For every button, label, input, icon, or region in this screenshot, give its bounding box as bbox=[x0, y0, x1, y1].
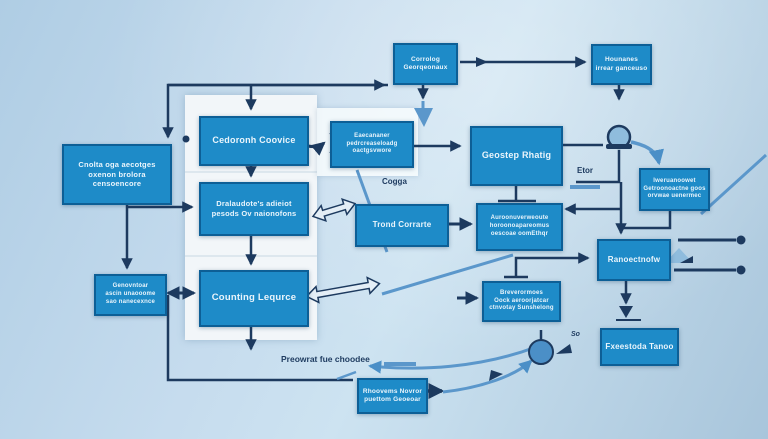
circle-node bbox=[528, 339, 554, 365]
node-label: Breverormoes bbox=[499, 289, 544, 296]
second-arrowhead-down bbox=[619, 306, 633, 318]
node-label: Getroonoactne goos bbox=[643, 185, 706, 192]
node-label: Cnolta oga aecotges bbox=[78, 159, 156, 169]
node-cedoronh: Cedoronh Coovice bbox=[199, 116, 309, 166]
node-label: puettom Geoeoar bbox=[364, 396, 421, 403]
node-geostep: Geostep Rhatig bbox=[470, 126, 563, 186]
node-label: Dralaudote's adieiot bbox=[216, 199, 292, 209]
node-label: Trond Corrarte bbox=[372, 220, 432, 230]
node-label: irrear ganceuso bbox=[595, 64, 648, 72]
curve-mid-arrowhead bbox=[489, 370, 503, 381]
node-label: ctnvotay Sunshelong bbox=[489, 305, 554, 312]
node-ranoectnofw: Ranoectnofw bbox=[597, 239, 671, 281]
node-dralaudote: Dralaudote's adieiot pesods Ov naionofon… bbox=[199, 182, 309, 236]
node-label: oxenon brolora censoencore bbox=[88, 169, 146, 189]
node-label: Eaecananer bbox=[354, 132, 390, 139]
so-wedge-icon bbox=[556, 344, 572, 354]
head-node-icon bbox=[606, 124, 632, 150]
node-label: Corrolog bbox=[410, 55, 441, 63]
mid-arrowhead bbox=[476, 57, 488, 67]
node-label: Oock aeroorjatcar bbox=[494, 297, 549, 304]
node-fxeestoda: Fxeestoda Tanoo bbox=[600, 328, 679, 366]
curve-to-preowrat-label bbox=[368, 345, 537, 374]
node-label: Hounanes bbox=[604, 56, 639, 64]
node-label: Genovntoar bbox=[112, 283, 149, 290]
arrow-elbow-into-node-m-left bbox=[514, 252, 590, 276]
node-label: oactgsvwore bbox=[352, 148, 392, 155]
node-rhoovems: Rhoovems Novror puettom Geoeoar bbox=[357, 378, 428, 414]
node-label: pedrcreaseloadg bbox=[346, 140, 398, 147]
node-label: horoonoapareomus bbox=[489, 223, 550, 230]
node-corrolog: Corrolog Georqeonaux bbox=[393, 43, 458, 85]
mountain-icon-shadow bbox=[680, 256, 693, 263]
node-label: pesods Ov naionofons bbox=[211, 209, 297, 218]
curve-into-circle-node bbox=[442, 359, 533, 394]
node-genovntoar: Genovntoar ascin unaooome sao nanecexnce bbox=[94, 274, 167, 316]
node-breverormoes: Breverormoes Oock aeroorjatcar ctnvotay … bbox=[482, 281, 561, 322]
steel-dash-left-node-p bbox=[336, 370, 357, 381]
node-label: oescoae oomEthqr bbox=[490, 230, 549, 237]
label-etor: Etor bbox=[577, 166, 593, 175]
node-trond: Trond Corrarte bbox=[355, 204, 449, 247]
node-label: Auroonuverweoute bbox=[490, 215, 549, 222]
node-eaecananer: Eaecananer pedrcreaseloadg oactgsvwore bbox=[330, 121, 414, 168]
node-counting: Counting Lequrce bbox=[199, 270, 309, 327]
node-label: Counting Lequrce bbox=[211, 292, 297, 304]
node-label: Geostep Rhatig bbox=[481, 150, 552, 161]
node-iweruan: Iweruanoowet Getroonoactne goos orvwae u… bbox=[639, 168, 710, 211]
node-auroon: Auroonuverweoute horoonoapareomus oescoa… bbox=[476, 203, 563, 251]
node-label: sao nanecexnce bbox=[105, 298, 156, 305]
node-cnolta: Cnolta oga aecotges oxenon brolora censo… bbox=[62, 144, 172, 205]
node-label: Cedoronh Coovice bbox=[212, 135, 296, 146]
arrow-head-to-node-l bbox=[630, 140, 664, 166]
outlined-double-arrow-c-j bbox=[311, 197, 357, 223]
terminal-dot-2 bbox=[736, 265, 746, 275]
node-label: orvwae uenermec bbox=[647, 193, 702, 200]
panel-seam bbox=[185, 171, 317, 173]
node-label: ascin unaooome bbox=[105, 291, 156, 298]
diagonal-line-right-edge bbox=[699, 153, 768, 216]
label-cogga: Cogga bbox=[382, 177, 407, 186]
node-label: Rhoovems Novror bbox=[362, 387, 423, 395]
node-label: Iweruanoowet bbox=[653, 177, 696, 184]
node-label: Ranoectnofw bbox=[607, 254, 661, 264]
node-label: Georqeonaux bbox=[403, 64, 448, 71]
elbow-node-l-down bbox=[623, 208, 672, 230]
terminal-dot-1 bbox=[736, 235, 746, 245]
node-label: Fxeestoda Tanoo bbox=[605, 341, 674, 351]
label-so: So bbox=[571, 331, 580, 338]
node-hounanes: Hounanes irrear ganceuso bbox=[591, 44, 652, 85]
panel-seam bbox=[185, 255, 317, 257]
label-preowrat: Preowrat fue choodee bbox=[281, 354, 370, 364]
head-node-base bbox=[606, 144, 632, 149]
